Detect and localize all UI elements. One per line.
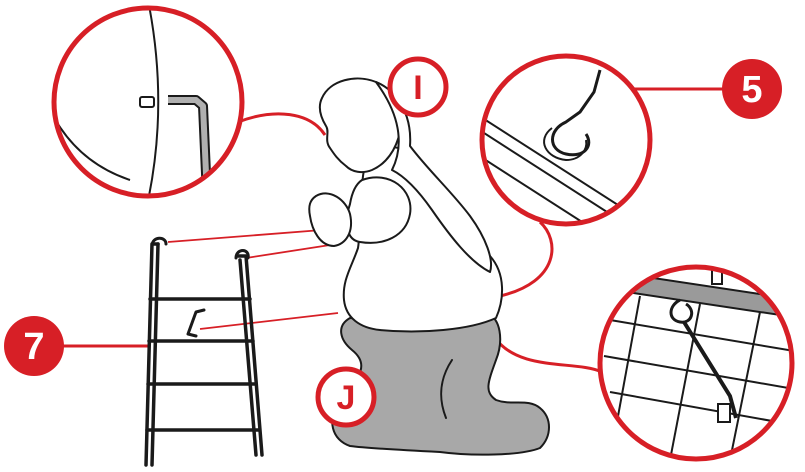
person-arm: [347, 177, 411, 242]
pointer-line-3: [200, 313, 338, 329]
pointer-line-2: [246, 245, 330, 258]
inset-detail-bottom-right: [600, 267, 800, 460]
leader-line-top-right: [500, 222, 552, 296]
ladder-left-inner-rail: [152, 244, 158, 465]
inset-detail-top-left: [50, 0, 242, 210]
person-hands: [309, 193, 351, 246]
marker-5: 5: [722, 59, 782, 119]
marker-J: J: [318, 369, 374, 425]
marker-5-label: 5: [741, 69, 762, 111]
leader-line-top-left: [238, 114, 325, 135]
marker-J-label: J: [337, 379, 356, 417]
leader-line-bottom-right: [495, 338, 602, 372]
marker-7-label: 7: [23, 326, 44, 368]
marker-I: I: [390, 59, 446, 115]
inset-pin: [140, 97, 154, 107]
ladder: [146, 238, 262, 465]
pointer-line-1: [168, 230, 322, 242]
inset-detail-top-right: [470, 56, 660, 272]
marker-7: 7: [4, 316, 64, 376]
ladder-hook: [188, 310, 204, 336]
ladder-pointer-lines: [168, 230, 338, 329]
marker-I-label: I: [413, 69, 422, 107]
inset-clip: [718, 404, 730, 422]
